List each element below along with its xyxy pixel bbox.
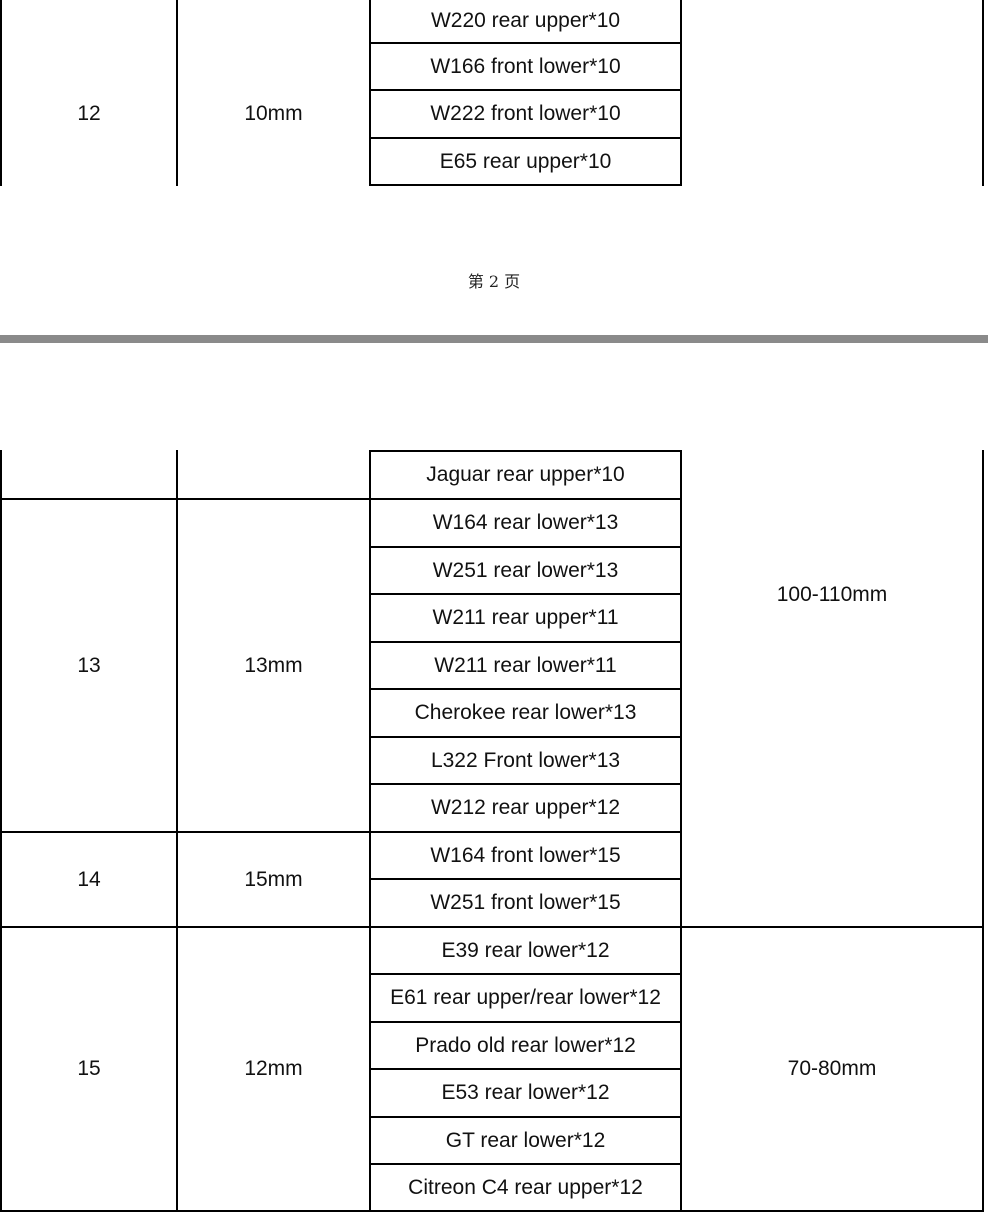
table-border [369,1163,682,1165]
table-cell-item: E53 rear lower*12 [441,1081,610,1104]
table-border [369,593,682,595]
table-border [369,878,682,880]
table-cell-no: 12 [77,102,101,125]
table-border [369,0,371,186]
table-border [369,137,682,139]
page-number: 第 2 页 [467,272,521,291]
table-border [0,498,682,500]
table-border [0,926,984,928]
table-cell-item: Prado old rear lower*12 [415,1033,636,1057]
table-cell-item: W211 rear lower*11 [434,653,617,677]
table-cell-item: Citreon C4 rear upper*12 [408,1175,643,1199]
table-border [369,1116,682,1118]
table-border [369,450,682,452]
table-cell-item: Cherokee rear lower*13 [414,701,637,724]
table-cell-size: 13mm [244,653,303,677]
table-cell-size: 15mm [244,867,303,891]
table-border [176,0,178,186]
table-cell-item: W164 rear lower*13 [432,511,619,534]
table-cell-item: W251 front lower*15 [430,891,621,914]
table-border [369,688,682,690]
table-border [369,42,682,44]
table-cell-item: W220 rear upper*10 [430,9,621,32]
table-border [0,831,682,833]
table-border [369,1068,682,1070]
table-border [369,89,682,91]
table-cell-item: W251 rear lower*13 [432,558,619,582]
table-cell-item: E65 rear upper*10 [439,149,612,173]
table-border [0,1210,984,1212]
table-cell-item: E39 rear lower*12 [441,938,610,962]
table-border [369,973,682,975]
table-border [982,0,984,186]
table-cell-item: Jaguar rear upper*10 [426,463,625,486]
table-cell-item: W166 front lower*10 [430,54,621,78]
table-cell-item: W222 front lower*10 [430,102,621,125]
table-cell-no: 13 [77,653,101,677]
table-cell-item: L322 Front lower*13 [430,748,621,772]
table-cell-item: W164 front lower*15 [430,843,621,867]
table-cell-length: 70-80mm [787,1057,877,1080]
table-cell-item: W211 rear upper*11 [432,606,619,629]
table-cell-item: W212 rear upper*12 [430,796,621,819]
table-cell-item: GT rear lower*12 [445,1128,606,1152]
table-cell-no: 15 [77,1057,101,1080]
table-cell-item: E61 rear upper/rear lower*12 [390,986,661,1009]
table-border [369,184,682,186]
table-border [369,736,682,738]
table-border [369,641,682,643]
table-border [369,546,682,548]
table-cell-size: 10mm [244,102,303,125]
table-border [680,0,682,186]
table-border [369,783,682,785]
table-cell-length: 100-110mm [776,583,888,606]
table-border [0,0,2,186]
table-cell-size: 12mm [244,1057,303,1080]
page-separator [0,335,988,343]
table-cell-no: 14 [77,867,101,891]
table-border [982,450,984,1212]
table-border [369,1021,682,1023]
